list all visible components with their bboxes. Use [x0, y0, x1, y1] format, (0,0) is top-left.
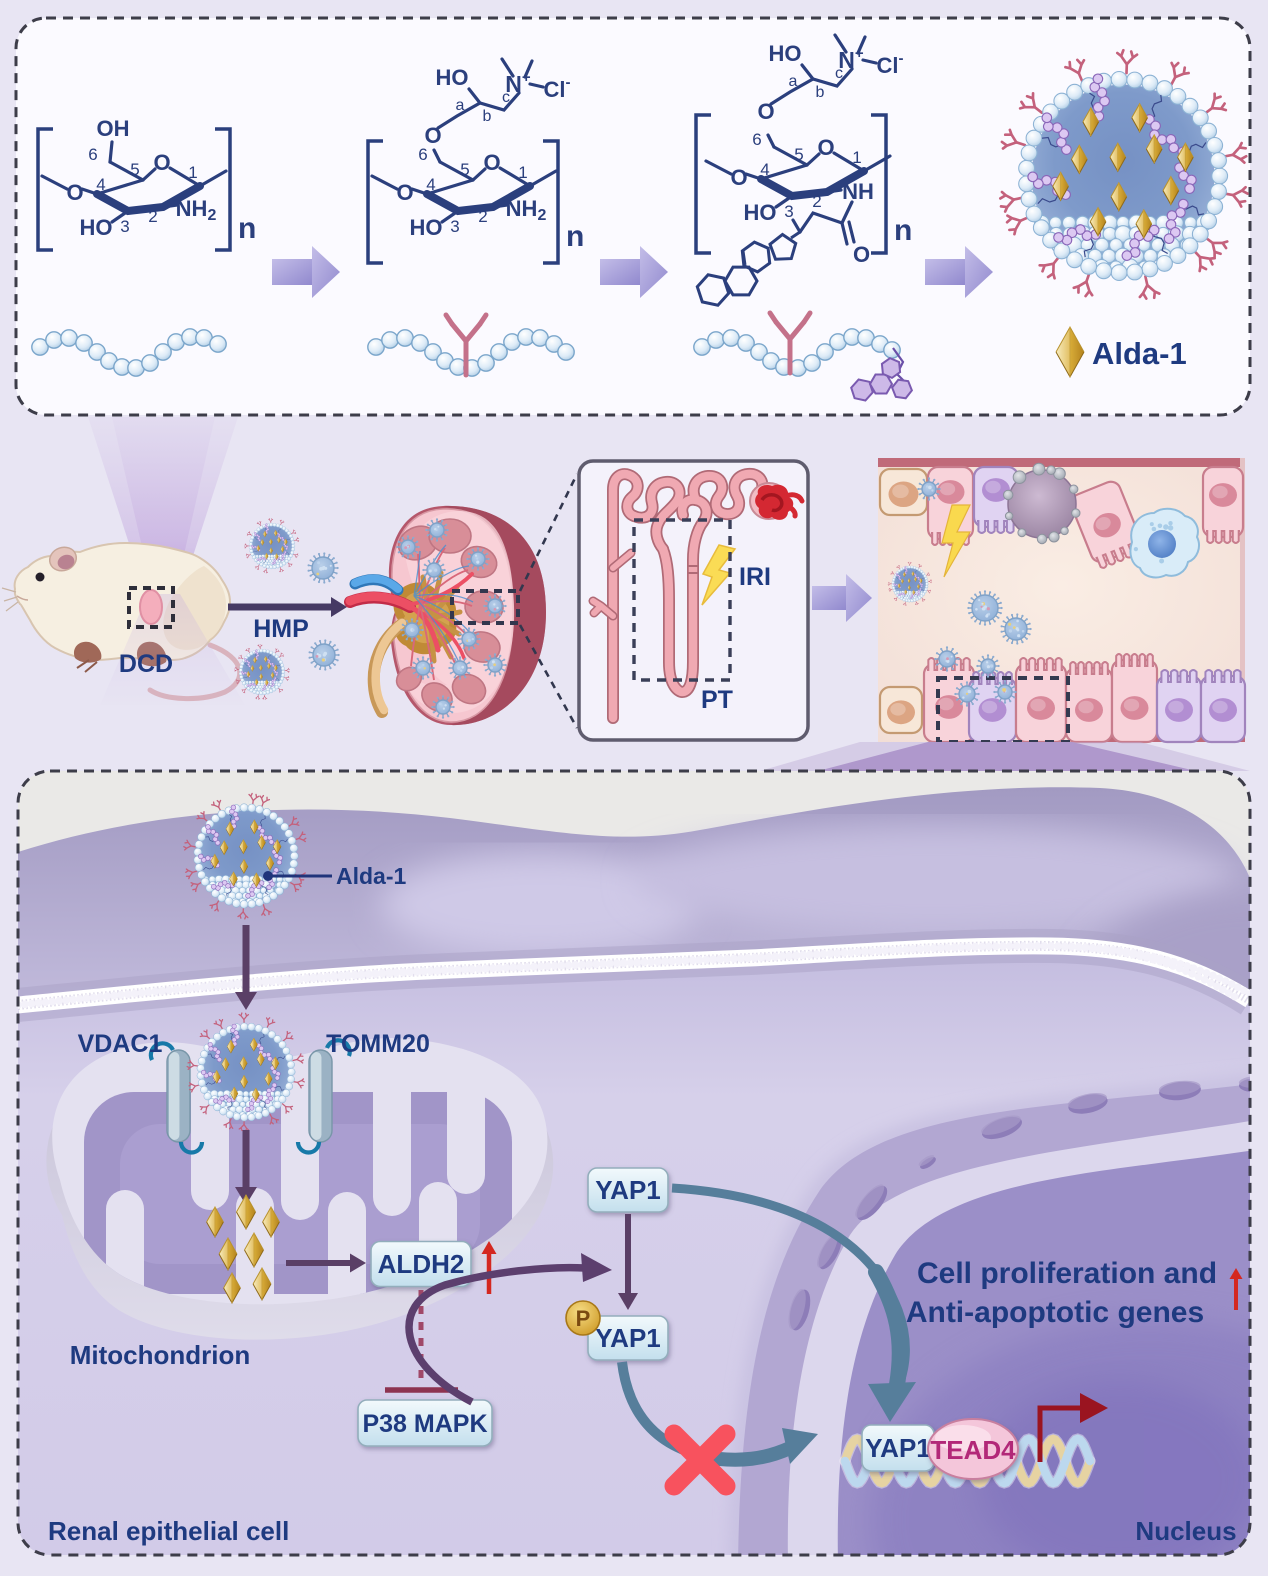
svg-text:Mitochondrion: Mitochondrion [70, 1340, 251, 1370]
svg-text:6: 6 [88, 145, 97, 164]
svg-text:YAP1: YAP1 [595, 1323, 661, 1353]
svg-text:a: a [789, 73, 798, 90]
svg-text:YAP1: YAP1 [595, 1175, 661, 1205]
svg-text:n: n [566, 220, 584, 253]
svg-text:b: b [483, 108, 492, 125]
svg-text:4: 4 [426, 175, 435, 194]
svg-text:Anti-apoptotic genes: Anti-apoptotic genes [906, 1296, 1204, 1329]
svg-text:IRI: IRI [739, 563, 771, 591]
svg-text:ALDH2: ALDH2 [378, 1249, 465, 1279]
svg-text:Alda-1: Alda-1 [1092, 336, 1187, 371]
svg-text:O: O [66, 180, 83, 205]
svg-text:b: b [816, 84, 825, 101]
svg-text:HMP: HMP [253, 615, 309, 643]
svg-text:4: 4 [96, 175, 105, 194]
svg-text:c: c [835, 65, 843, 82]
svg-text:Renal epithelial cell: Renal epithelial cell [48, 1516, 289, 1546]
svg-text:5: 5 [794, 145, 803, 164]
svg-text:6: 6 [752, 130, 761, 149]
svg-text:1: 1 [188, 163, 197, 182]
svg-text:3: 3 [120, 217, 129, 236]
svg-text:DCD: DCD [119, 650, 173, 678]
svg-text:4: 4 [760, 160, 769, 179]
svg-text:O: O [817, 135, 834, 160]
svg-text:c: c [502, 89, 510, 106]
svg-text:TOMM20: TOMM20 [326, 1030, 430, 1058]
svg-text:O: O [483, 150, 500, 175]
svg-text:Nucleus: Nucleus [1135, 1516, 1236, 1546]
svg-text:2: 2 [812, 192, 821, 211]
svg-text:1: 1 [852, 148, 861, 167]
svg-text:O: O [757, 99, 774, 124]
svg-text:NH: NH [842, 179, 874, 204]
svg-text:n: n [238, 212, 256, 245]
svg-text:Alda-1: Alda-1 [336, 863, 407, 889]
svg-text:O: O [153, 150, 170, 175]
svg-text:HO: HO [436, 65, 469, 90]
svg-text:2: 2 [478, 207, 487, 226]
svg-text:3: 3 [450, 217, 459, 236]
svg-text:OH: OH [97, 116, 130, 141]
svg-text:VDAC1: VDAC1 [78, 1030, 163, 1058]
svg-text:O: O [730, 165, 747, 190]
svg-text:TEAD4: TEAD4 [930, 1435, 1016, 1465]
svg-text:a: a [456, 97, 465, 114]
svg-text:YAP1: YAP1 [865, 1433, 931, 1463]
svg-text:O: O [424, 123, 441, 148]
svg-text:PT: PT [701, 686, 733, 714]
svg-text:HO: HO [410, 215, 443, 240]
svg-text:1: 1 [518, 163, 527, 182]
svg-text:5: 5 [460, 160, 469, 179]
svg-text:5: 5 [130, 160, 139, 179]
svg-text:P38 MAPK: P38 MAPK [362, 1410, 487, 1438]
svg-text:HO: HO [769, 41, 802, 66]
svg-text:3: 3 [784, 202, 793, 221]
svg-text:O: O [853, 242, 870, 267]
svg-text:O: O [396, 180, 413, 205]
svg-text:n: n [894, 214, 912, 247]
svg-text:Cell proliferation and: Cell proliferation and [917, 1257, 1217, 1290]
svg-text:2: 2 [148, 207, 157, 226]
svg-text:HO: HO [744, 200, 777, 225]
svg-text:P: P [576, 1306, 591, 1331]
svg-text:HO: HO [80, 215, 113, 240]
